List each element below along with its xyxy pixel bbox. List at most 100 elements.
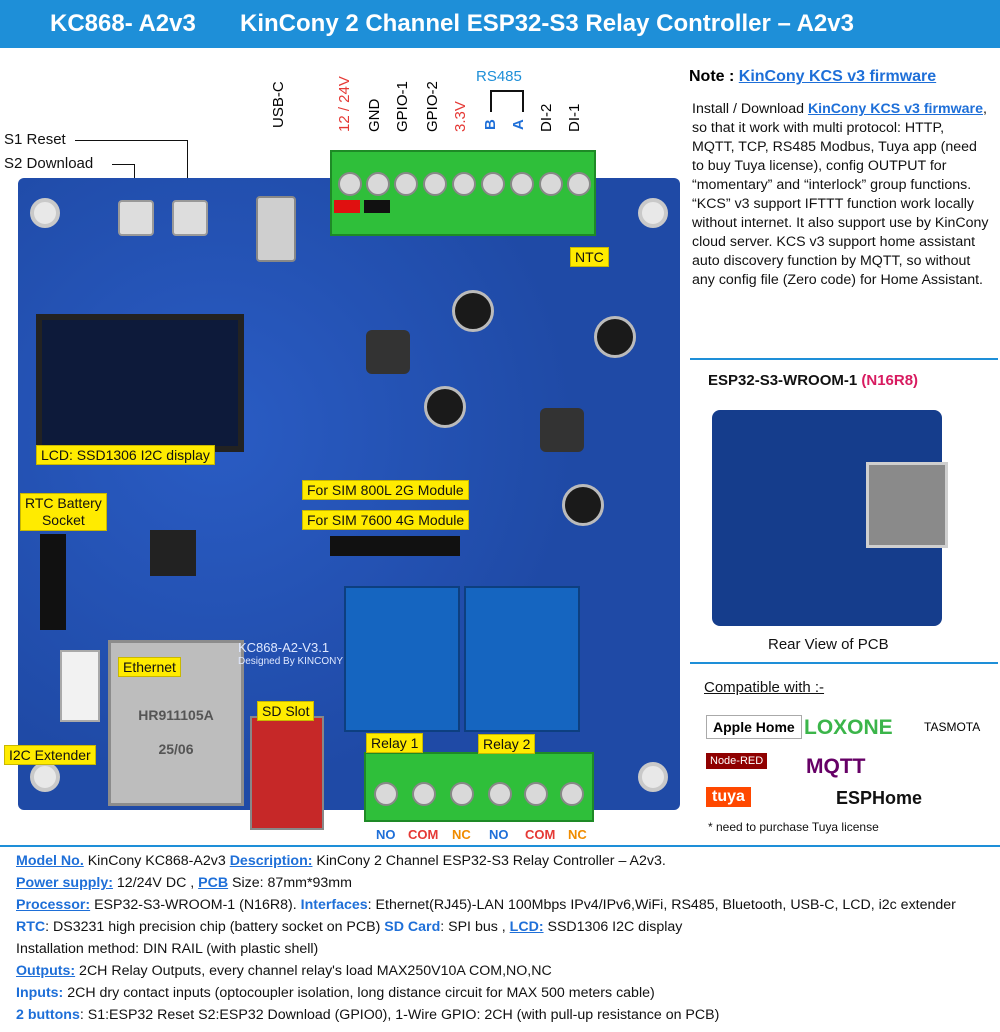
rs485-bracket: [490, 90, 524, 112]
label-rs485: RS485: [476, 68, 522, 85]
mount-hole: [638, 198, 668, 228]
terminal-screw: [488, 782, 512, 806]
label-b: B: [482, 119, 499, 130]
mount-hole: [638, 762, 668, 792]
spec-line-power: Power supply: 12/24V DC , PCB Size: 87mm…: [16, 875, 352, 891]
label-gpio1: GPIO-1: [394, 81, 411, 132]
rtc-battery-socket: [40, 534, 66, 630]
callout-lcd: LCD: SSD1306 I2C display: [36, 445, 215, 465]
terminal-screw: [510, 172, 534, 196]
spec-line-buttons: 2 buttons: S1:ESP32 Reset S2:ESP32 Downl…: [16, 1007, 720, 1023]
spec-line-install: Installation method: DIN RAIL (with plas…: [16, 941, 319, 957]
tuya-footnote: * need to purchase Tuya license: [708, 820, 879, 834]
logo-mqtt: MQTT: [806, 755, 866, 778]
divider: [690, 662, 998, 664]
terminal-screw: [539, 172, 563, 196]
power-polarity-red: [334, 200, 360, 213]
kcs-firmware-link[interactable]: KinCony KCS v3 firmware: [738, 68, 937, 85]
sim4g-header: [330, 536, 460, 556]
label-s2-download: S2 Download: [4, 155, 94, 172]
spec-line-model: Model No. KinCony KC868-A2v3 Description…: [16, 853, 666, 869]
ethernet-part: HR911105A: [138, 707, 214, 723]
callout-relay2: Relay 2: [478, 734, 536, 754]
label-3v3: 3.3V: [452, 101, 469, 132]
callout-ntc: NTC: [570, 247, 609, 267]
callout-rtc: RTC Battery Socket: [20, 493, 107, 531]
capacitor: [424, 386, 466, 428]
spec-line-rtc: RTC: DS3231 high precision chip (battery…: [16, 919, 683, 935]
capacitor: [452, 290, 494, 332]
logo-tasmota: TASMOTA: [924, 720, 981, 734]
logo-tuya: tuya: [706, 787, 751, 807]
terminal-screw: [450, 782, 474, 806]
label-s1-reset: S1 Reset: [4, 131, 66, 148]
compatible-title: Compatible with :-: [704, 679, 825, 696]
capacitor: [562, 484, 604, 526]
s1-reset-button[interactable]: [118, 200, 154, 236]
term-nc-1: NC: [452, 827, 471, 842]
inductor: [540, 408, 584, 452]
ethernet-date: 25/06: [158, 741, 194, 757]
terminal-screw: [481, 172, 505, 196]
term-com-2: COM: [525, 827, 556, 842]
note-heading: Note : KinCony KCS v3 firmware: [689, 68, 937, 85]
callout-relay1: Relay 1: [366, 733, 424, 753]
product-title: KinCony 2 Channel ESP32-S3 Relay Control…: [240, 10, 854, 37]
label-12-24v: 12 / 24V: [336, 76, 353, 132]
sd-card: [250, 716, 324, 830]
relay-2: [464, 586, 580, 732]
label-gnd: GND: [366, 98, 383, 132]
callout-sim2g: For SIM 800L 2G Module: [302, 480, 469, 500]
note-body: Install / Download KinCony KCS v3 firmwa…: [692, 101, 989, 288]
terminal-screw: [412, 782, 436, 806]
label-di1: DI-1: [566, 103, 583, 132]
firmware-note: Note : KinCony KCS v3 firmware Install /…: [689, 68, 989, 290]
terminal-screw: [338, 172, 362, 196]
term-com-1: COM: [408, 827, 439, 842]
s1-leader-line: [75, 140, 188, 201]
kcs-firmware-link-body[interactable]: KinCony KCS v3 firmware: [807, 101, 983, 117]
callout-ethernet: Ethernet: [118, 657, 181, 677]
terminal-screw: [423, 172, 447, 196]
terminal-screw: [567, 172, 591, 196]
board-silk-designer: Designed By KINCONY: [238, 656, 344, 667]
logo-apple-home: Apple Home: [706, 715, 802, 739]
terminal-screw: [524, 782, 548, 806]
mount-hole: [30, 762, 60, 792]
label-di2: DI-2: [538, 103, 555, 132]
callout-sd-slot: SD Slot: [257, 701, 315, 721]
mount-hole: [30, 198, 60, 228]
ethernet-chip: [150, 530, 196, 576]
divider: [690, 358, 998, 360]
callout-i2c-extender: I2C Extender: [4, 745, 96, 765]
label-a: A: [510, 119, 527, 130]
inductor: [366, 330, 410, 374]
terminal-screw: [452, 172, 476, 196]
module-title: ESP32-S3-WROOM-1 (N16R8): [708, 372, 919, 389]
term-no-1: NO: [376, 827, 396, 842]
term-nc-2: NC: [568, 827, 587, 842]
terminal-screw: [374, 782, 398, 806]
rear-caption: Rear View of PCB: [768, 636, 889, 653]
oled-display: [36, 314, 244, 452]
label-usbc: USB-C: [270, 81, 287, 128]
board-silk-model: KC868-A2-V3.1: [238, 640, 330, 655]
relay-terminal-block: [364, 752, 594, 822]
terminal-screw: [560, 782, 584, 806]
logo-loxone: LOXONE: [804, 716, 893, 739]
terminal-screw: [394, 172, 418, 196]
divider: [0, 845, 1000, 847]
term-no-2: NO: [489, 827, 509, 842]
capacitor: [594, 316, 636, 358]
usb-c-port: [256, 196, 296, 262]
s2-download-button[interactable]: [172, 200, 208, 236]
logo-esphome: ESPHome: [836, 788, 923, 808]
relay-1: [344, 586, 460, 732]
label-gpio2: GPIO-2: [424, 81, 441, 132]
header-banner: KC868- A2v3 KinCony 2 Channel ESP32-S3 R…: [0, 0, 1000, 48]
i2c-connector: [60, 650, 100, 722]
model-title: KC868- A2v3: [50, 10, 196, 37]
spec-line-inputs: Inputs: 2CH dry contact inputs (optocoup…: [16, 985, 655, 1001]
callout-sim4g: For SIM 7600 4G Module: [302, 510, 470, 530]
spec-line-outputs: Outputs: 2CH Relay Outputs, every channe…: [16, 963, 552, 979]
